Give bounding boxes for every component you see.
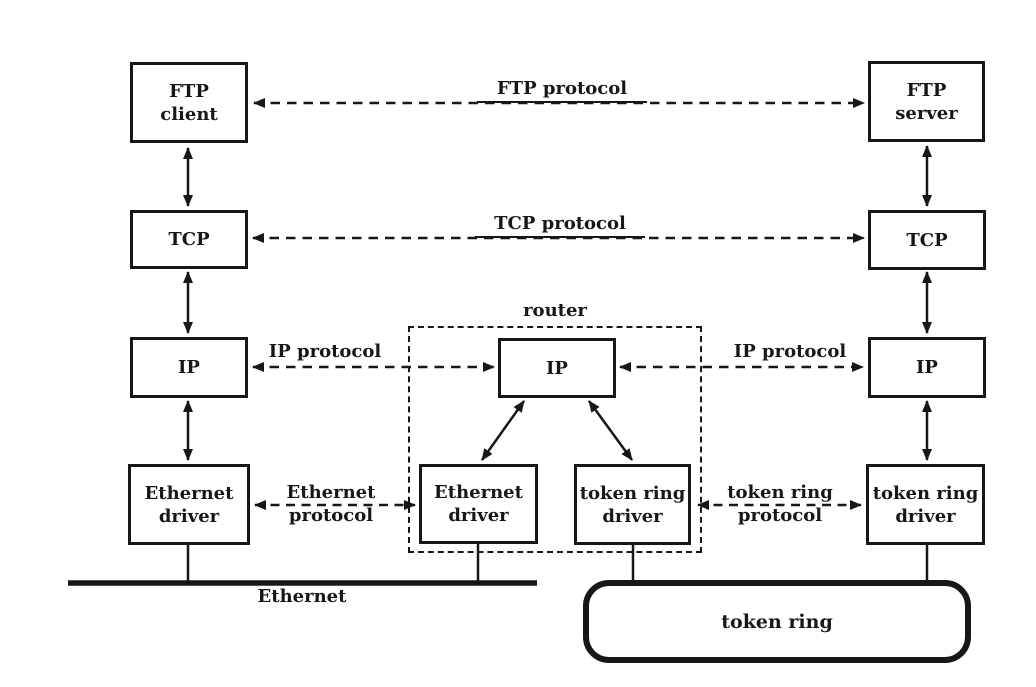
ethernet-driver-left-box: Ethernet driver [128, 464, 250, 545]
tcp-protocol-label: TCP protocol [475, 212, 645, 238]
token-ring-driver-right-box: token ring driver [866, 464, 985, 545]
tcp-right-box: TCP [868, 210, 986, 270]
tcp-right-label: TCP [906, 229, 948, 251]
ftp-server-label: FTP server [895, 79, 958, 124]
ftp-server-box: FTP server [868, 61, 985, 142]
router-ip-tokenring-arrow [587, 400, 634, 461]
ftp-protocol-label: FTP protocol [477, 77, 647, 103]
ethernet-network-label: Ethernet [257, 586, 347, 607]
token-ring-network-label: token ring [721, 610, 833, 633]
router-boundary [408, 326, 702, 553]
token-ring-driver-right-label: token ring driver [872, 482, 979, 527]
ip-protocol-right-label: IP protocol [733, 341, 847, 362]
ethernet-protocol-label: Ethernet protocol [286, 482, 376, 526]
ip-router-label: IP [546, 357, 568, 379]
token-ring-driver-router-label: token ring driver [579, 482, 686, 527]
ip-router-box: IP [498, 338, 616, 398]
ethernet-driver-router-box: Ethernet driver [419, 464, 538, 544]
token-ring-network: token ring [583, 580, 971, 663]
tcp-left-label: TCP [168, 229, 210, 250]
ip-protocol-left-label: IP protocol [268, 341, 382, 362]
ip-right-box: IP [868, 337, 986, 398]
tcp-left-box: TCP [130, 210, 248, 269]
ip-left-label: IP [178, 357, 200, 378]
token-ring-driver-router-box: token ring driver [574, 464, 691, 545]
ethernet-driver-left-label: Ethernet driver [144, 482, 234, 527]
ftp-client-box: FTP client [130, 62, 248, 143]
ip-left-box: IP [130, 337, 248, 398]
ip-right-label: IP [916, 357, 938, 378]
router-title: router [523, 300, 587, 321]
ethernet-driver-router-label: Ethernet driver [434, 482, 523, 526]
router-ip-ethernet-arrow [480, 400, 526, 461]
ftp-client-label: FTP client [160, 80, 218, 125]
token-ring-protocol-label: token ring protocol [727, 482, 833, 526]
